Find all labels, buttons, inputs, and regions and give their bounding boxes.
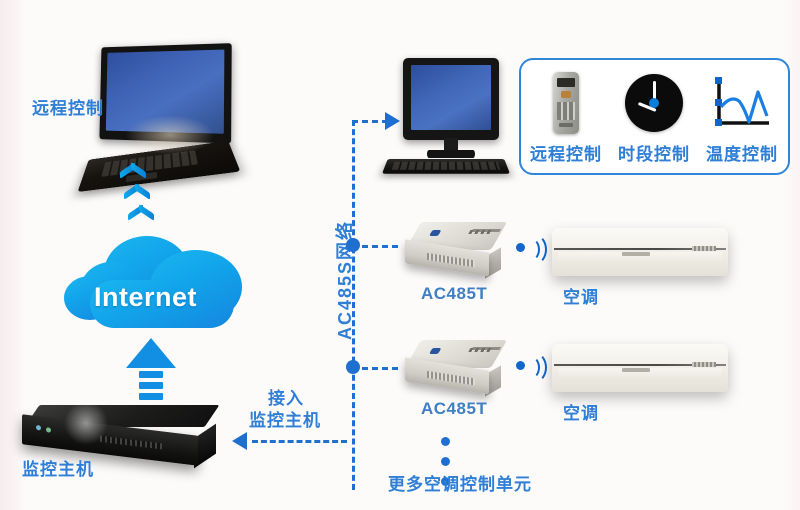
pc-monitor-neck [444, 138, 458, 152]
temperature-chart-icon [698, 66, 786, 140]
server-uplink-dashed-line [252, 440, 347, 443]
server-connect-label-line1: 接入 [268, 389, 304, 408]
monitoring-host-server[interactable] [22, 401, 222, 469]
scan-edge-tint-left [0, 0, 26, 510]
uplink-chevron-1 [120, 172, 146, 185]
ac485t-label-1: AC485T [421, 284, 488, 303]
server-to-cloud-arrow [126, 338, 176, 400]
more-units-dots [441, 437, 450, 497]
uplink-chevron-2 [124, 193, 150, 206]
console-desktop-pc[interactable] [381, 58, 513, 183]
pc-monitor [403, 58, 499, 140]
ac485t-label-2: AC485T [421, 399, 488, 418]
uplink-chevron-3 [128, 214, 154, 227]
pc-keyboard [381, 158, 511, 174]
air-conditioner-label-1: 空调 [563, 288, 599, 307]
feature-time-control[interactable]: 时段控制 [610, 66, 698, 165]
remote-control-label: 远程控制 [32, 99, 104, 118]
feature-temperature-control-label: 温度控制 [706, 145, 778, 164]
wireless-signal-icon-1 [516, 234, 547, 265]
monitoring-host-label: 监控主机 [22, 460, 94, 479]
server-highlight [64, 401, 108, 445]
unit1-branch-line [362, 245, 398, 248]
feature-remote-control-label: 远程控制 [530, 145, 602, 164]
cloud-label: Internet [94, 282, 198, 312]
pc-branch-arrowhead [385, 112, 400, 130]
feature-time-control-label: 时段控制 [618, 145, 690, 164]
air-conditioner-2 [552, 344, 728, 392]
ac485t-device-1[interactable] [404, 222, 508, 279]
clock-icon [610, 66, 698, 140]
internet-cloud: Internet [62, 234, 252, 339]
laptop-highlight [125, 115, 215, 155]
server-connect-label-line2: 监控主机 [249, 411, 321, 430]
server-uplink-arrowhead [232, 432, 247, 450]
ac485t-device-2[interactable] [404, 340, 508, 397]
bus-node-1[interactable] [346, 238, 360, 252]
more-units-label: 更多空调控制单元 [388, 475, 532, 494]
pc-monitor-stand [427, 150, 475, 158]
air-conditioner-1 [552, 228, 728, 276]
pc-branch-dashed-line [352, 120, 388, 123]
air-conditioner-label-2: 空调 [563, 404, 599, 423]
ac485s-bus-line [352, 120, 355, 490]
remote-control-icon [522, 66, 610, 140]
bus-node-2[interactable] [346, 360, 360, 374]
feature-remote-control[interactable]: 远程控制 [522, 66, 610, 165]
wireless-signal-icon-2 [516, 352, 547, 383]
temperature-chart-svg [715, 77, 769, 126]
feature-panel: 远程控制 时段控制 [519, 58, 790, 175]
unit2-branch-line [362, 367, 398, 370]
feature-temperature-control[interactable]: 温度控制 [698, 66, 786, 165]
